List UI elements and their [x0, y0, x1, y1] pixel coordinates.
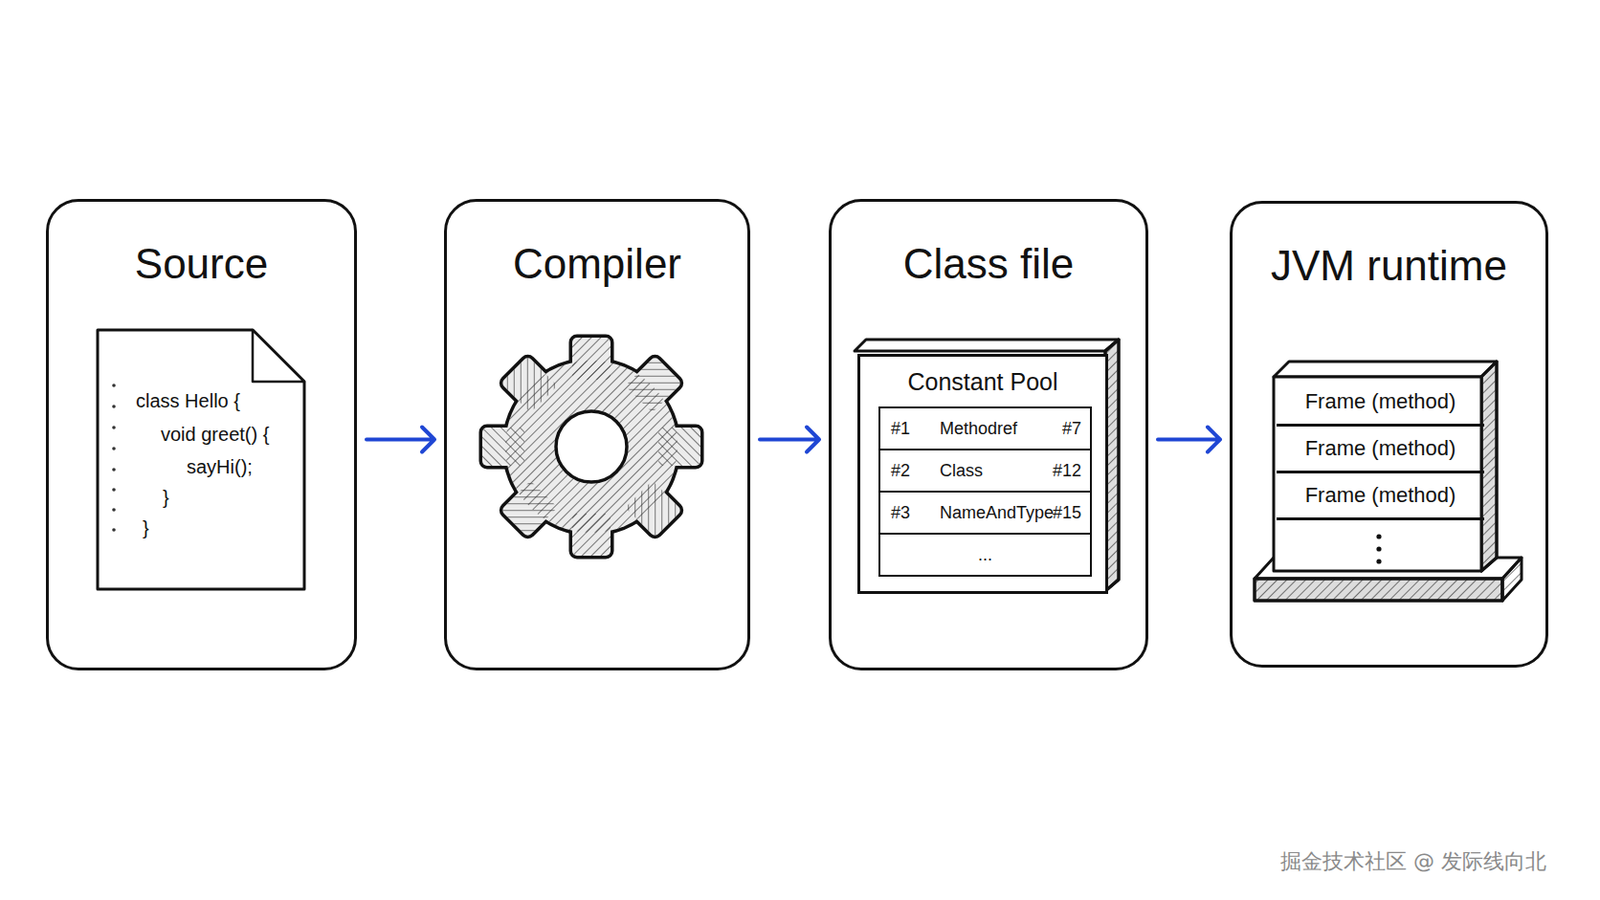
box-label: Frame (method): [1276, 426, 1485, 471]
box-label: Constant Pool: [860, 368, 1106, 397]
source-document: class Hello { void greet() { sayHi();}}: [94, 327, 308, 593]
stage-box: Source class Hello { void greet() { sayHi()…: [45, 199, 357, 671]
box-label: Frame (method): [1276, 379, 1485, 424]
pool-entry-row: ...: [878, 533, 1092, 578]
pool-entry-row: #3 NameAndType#15: [878, 490, 1092, 535]
flow-arrow: [759, 427, 820, 453]
box-label: #3: [890, 492, 911, 534]
stage-box: JVM runtimeFrame (method)Frame (method)F…: [1229, 200, 1549, 668]
document-border: [97, 330, 305, 590]
stage-heading: JVM runtime: [1232, 242, 1546, 290]
code-line: }: [162, 486, 170, 510]
pool-entry-row: #1 Methodref #7: [878, 406, 1092, 451]
stage-heading: Compiler: [446, 240, 748, 289]
stack-illustration: [1254, 361, 1522, 601]
flow-arrow: [1157, 427, 1221, 453]
document-fold: [252, 330, 305, 382]
stage-box: Class fileConstant Pool #1 Methodref #7 #2 Cl…: [828, 199, 1149, 671]
box-label: #12: [1052, 450, 1082, 491]
stage-heading: Source: [48, 240, 355, 289]
code-line: }: [142, 516, 150, 540]
pool-entry-row: #2 Class #12: [878, 448, 1092, 493]
box-label: #15: [1052, 492, 1082, 534]
box-label: ...: [880, 534, 1090, 576]
box-label: NameAndType: [939, 492, 1054, 534]
box-label: #2: [890, 450, 911, 491]
stage-box: Compiler: [444, 199, 751, 671]
box-label: Methodref: [939, 408, 1018, 449]
box-label: Frame (method): [1276, 473, 1485, 518]
stack-frame: Frame (method): [1276, 473, 1485, 521]
stack-frame: Frame (method): [1276, 426, 1485, 474]
box-label: Class: [939, 450, 983, 491]
code-line: sayHi();: [186, 455, 253, 479]
stack-ellipsis-dots: [1376, 533, 1381, 564]
watermark: 掘金技术社区 @ 发际线向北: [1280, 847, 1547, 877]
stack-frame: Frame (method): [1276, 379, 1485, 427]
gear-icon: [482, 337, 701, 556]
code-line: class Hello {: [135, 389, 241, 413]
code-line: void greet() {: [160, 422, 269, 446]
stage-heading: Class file: [831, 240, 1146, 289]
flow-arrow: [366, 427, 435, 453]
box-label: #7: [1062, 408, 1082, 449]
margin-dots: [111, 383, 116, 533]
box-label: #1: [890, 408, 911, 449]
constant-pool-table: Constant Pool #1 Methodref #7 #2 Class #12 #3 Na…: [857, 354, 1109, 595]
